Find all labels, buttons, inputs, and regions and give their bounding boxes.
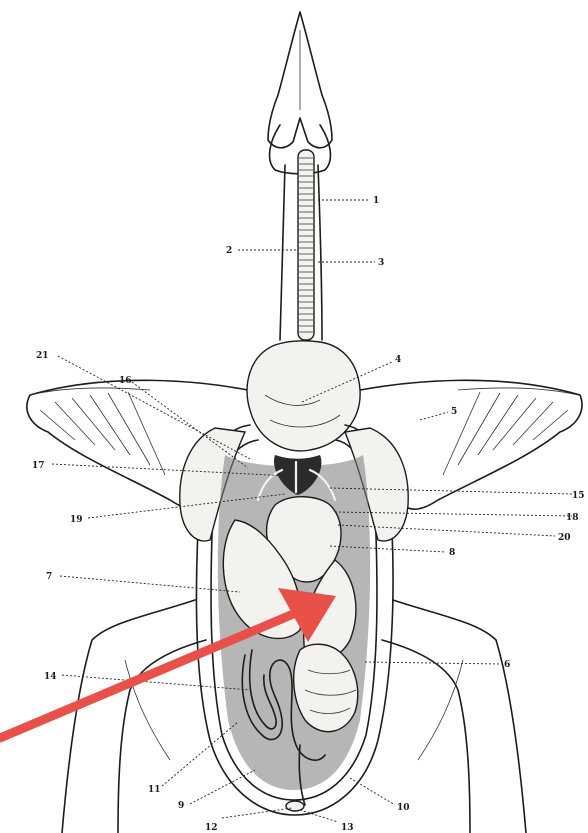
- label-4: 4: [395, 355, 401, 365]
- label-15: 15: [572, 491, 585, 501]
- head: [268, 12, 332, 174]
- label-18: 18: [566, 513, 579, 523]
- label-5: 5: [451, 407, 457, 417]
- cloaca: [286, 801, 304, 811]
- label-2: 2: [226, 246, 232, 256]
- label-19: 19: [70, 515, 83, 525]
- label-16: 16: [119, 376, 132, 386]
- label-6: 6: [504, 660, 510, 670]
- label-14: 14: [44, 672, 57, 682]
- label-20: 20: [558, 533, 571, 543]
- label-17: 17: [32, 461, 45, 471]
- label-11: 11: [148, 785, 161, 795]
- label-10: 10: [397, 803, 410, 813]
- label-9: 9: [178, 801, 184, 811]
- label-13: 13: [341, 823, 354, 833]
- right-leg: [382, 600, 526, 833]
- label-8: 8: [449, 548, 455, 558]
- label-3: 3: [378, 258, 384, 268]
- crop: [247, 341, 360, 451]
- label-21: 21: [36, 351, 49, 361]
- label-12: 12: [205, 823, 218, 833]
- neck: [280, 150, 322, 340]
- label-1: 1: [373, 196, 379, 206]
- label-7: 7: [46, 572, 52, 582]
- left-leg: [62, 600, 206, 833]
